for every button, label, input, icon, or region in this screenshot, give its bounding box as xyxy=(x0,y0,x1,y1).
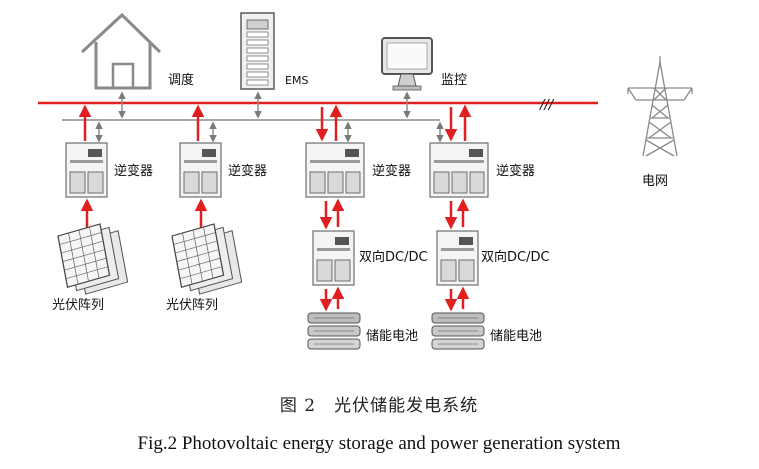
inverter-4-label: 逆变器 xyxy=(496,163,535,179)
inverter-1-label: 逆变器 xyxy=(114,163,153,179)
battery-bank-1-icon xyxy=(307,312,361,350)
bus-break-mark: /// xyxy=(539,98,555,113)
battery-bank-2-icon xyxy=(431,312,485,350)
pv-inverter-2-icon xyxy=(179,142,222,198)
figure-caption-english: Fig.2 Photovoltaic energy storage and po… xyxy=(138,433,621,454)
pv-array-2-label: 光伏阵列 xyxy=(166,298,218,313)
monitor-icon xyxy=(381,37,433,91)
dispatch-label: 调度 xyxy=(168,72,194,88)
inverter-2-label: 逆变器 xyxy=(228,163,267,179)
dcdc-2-label: 双向DC/DC xyxy=(481,249,550,265)
ems-cabinet-icon xyxy=(240,12,275,90)
grid-tower-icon xyxy=(627,56,693,157)
battery-2-label: 储能电池 xyxy=(490,329,542,344)
grid-label: 电网 xyxy=(642,174,668,189)
monitor-label: 监控 xyxy=(441,73,467,88)
pv-array-1-label: 光伏阵列 xyxy=(52,298,104,313)
pv-array-2-icon xyxy=(171,223,243,295)
figure-caption-chinese: 图 2 光伏储能发电系统 xyxy=(280,396,478,416)
battery-1-label: 储能电池 xyxy=(366,329,418,344)
storage-inverter-1-icon xyxy=(305,142,365,198)
ems-label: EMS xyxy=(285,74,308,87)
dispatch-house-icon xyxy=(80,12,162,90)
pv-array-1-icon xyxy=(57,223,129,295)
dcdc-converter-2-icon xyxy=(436,230,479,286)
storage-inverter-2-icon xyxy=(429,142,489,198)
dcdc-converter-1-icon xyxy=(312,230,355,286)
inverter-3-label: 逆变器 xyxy=(372,163,411,179)
dcdc-1-label: 双向DC/DC xyxy=(359,249,428,265)
pv-inverter-1-icon xyxy=(65,142,108,198)
